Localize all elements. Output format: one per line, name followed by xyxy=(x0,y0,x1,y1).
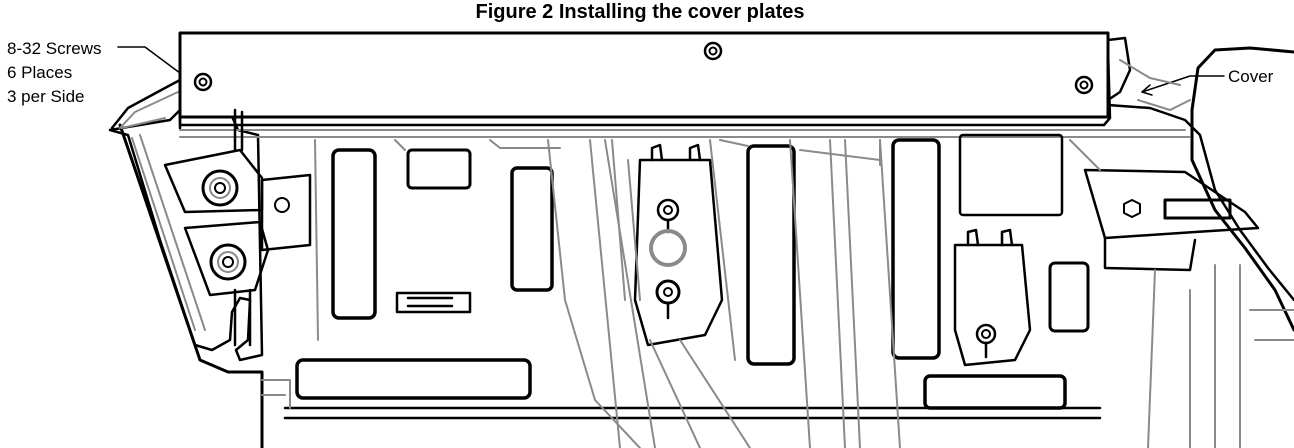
left-bracket-lower xyxy=(183,220,270,297)
right-bracket-hex xyxy=(1123,199,1141,218)
right-latch-body xyxy=(953,243,1032,367)
center-latch-gear xyxy=(655,279,681,320)
left-mount-plate xyxy=(260,173,312,252)
slot-center-tall xyxy=(746,144,796,366)
grommet-upper xyxy=(201,169,239,207)
screws-callout-line2: 6 Places xyxy=(7,63,73,82)
screw-left xyxy=(193,72,213,92)
slot-bottom-left xyxy=(295,358,532,400)
cover-plate xyxy=(178,31,1110,119)
cover-callout-label: Cover xyxy=(1228,67,1274,86)
right-housing-inner xyxy=(1119,59,1191,111)
right-lower-bracket xyxy=(1103,236,1197,272)
housing-left-flange-inner xyxy=(121,117,206,331)
screws-callout-line3: 3 per Side xyxy=(7,87,85,106)
center-latch-tabs xyxy=(650,143,702,162)
slot-left-tall xyxy=(331,148,377,320)
figure-title: Figure 2 Installing the cover plates xyxy=(475,1,805,23)
slot-handle xyxy=(395,291,472,314)
right-housing xyxy=(1106,103,1294,302)
left-mount-hole xyxy=(274,197,290,213)
cover-plate-left-end xyxy=(178,115,1106,130)
screw-right xyxy=(1074,75,1094,95)
slot-upper-small xyxy=(406,148,472,190)
screws-callout-line1: 8-32 Screws xyxy=(7,39,102,58)
right-latch-knob xyxy=(975,323,997,359)
slot-bottom-right xyxy=(923,374,1067,410)
left-wing-inner xyxy=(119,91,179,129)
screw-center xyxy=(703,41,723,61)
support-lines xyxy=(547,139,1156,448)
right-bracket-slot xyxy=(1163,198,1232,220)
floor-rail-inner xyxy=(261,379,291,409)
right-lower-frame xyxy=(1189,264,1294,448)
left-vertical-strut xyxy=(233,108,252,347)
cover-leader-line xyxy=(1141,75,1225,96)
center-latch-ring xyxy=(649,229,687,267)
slot-upper-right xyxy=(958,133,1064,217)
center-latch-body xyxy=(633,158,724,347)
upper-rail xyxy=(179,129,1191,138)
grommet-lower xyxy=(209,243,247,281)
center-latch-knob xyxy=(656,198,680,234)
cover-plate-right-end xyxy=(1102,31,1132,127)
right-bracket xyxy=(1083,168,1260,240)
slot-right-small xyxy=(1048,261,1090,333)
right-latch-tabs xyxy=(966,228,1014,247)
slot-right-tall xyxy=(891,138,941,360)
floor-rail xyxy=(283,406,1102,420)
inner-detail-lines xyxy=(314,139,1101,341)
slot-mid-tall xyxy=(510,166,554,292)
